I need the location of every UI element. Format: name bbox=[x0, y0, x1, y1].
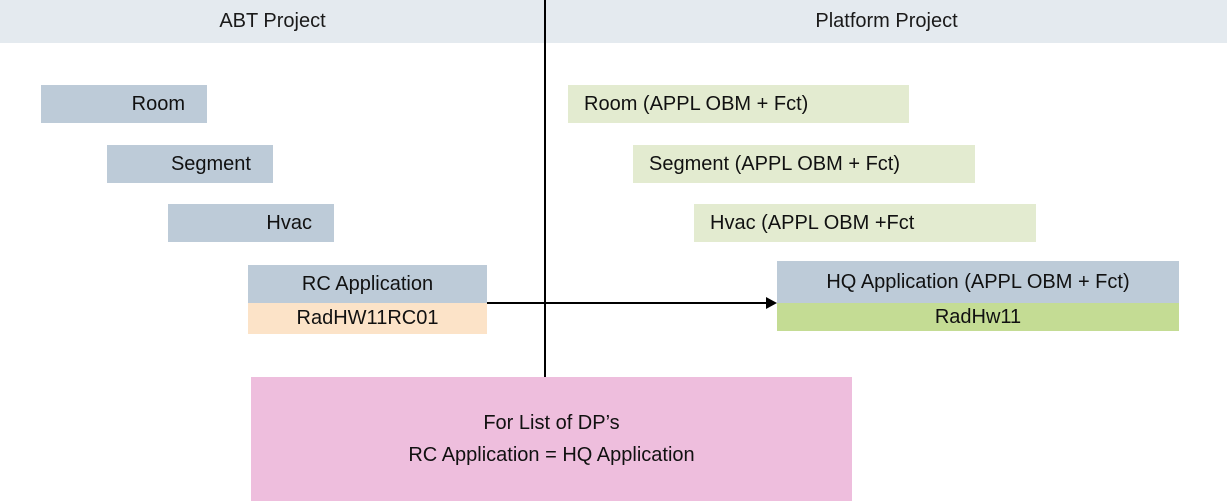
column-header-abt-project: ABT Project bbox=[219, 10, 326, 32]
node-platform-hq-application[interactable]: HQ Application (APPL OBM + Fct) bbox=[777, 261, 1179, 303]
column-divider-line bbox=[544, 0, 546, 377]
mapping-arrow-line bbox=[487, 302, 773, 304]
node-abt-room[interactable]: Room bbox=[41, 85, 207, 123]
node-abt-radhw11rc01[interactable]: RadHW11RC01 bbox=[248, 303, 487, 334]
mapping-arrow-head-icon bbox=[766, 297, 777, 309]
node-abt-hvac[interactable]: Hvac bbox=[168, 204, 334, 242]
column-header-platform-project: Platform Project bbox=[815, 10, 958, 32]
note-line-1: For List of DP’s bbox=[483, 412, 620, 434]
column-header-bar bbox=[0, 0, 1227, 43]
node-platform-segment[interactable]: Segment (APPL OBM + Fct) bbox=[633, 145, 975, 183]
note-line-2: RC Application = HQ Application bbox=[408, 444, 695, 466]
node-platform-room[interactable]: Room (APPL OBM + Fct) bbox=[568, 85, 909, 123]
node-platform-hvac[interactable]: Hvac (APPL OBM +Fct bbox=[694, 204, 1036, 242]
node-platform-radhw11[interactable]: RadHw11 bbox=[777, 303, 1179, 331]
node-abt-segment[interactable]: Segment bbox=[107, 145, 273, 183]
note-box-dp-mapping: For List of DP’s RC Application = HQ App… bbox=[251, 377, 852, 501]
node-abt-rc-application[interactable]: RC Application bbox=[248, 265, 487, 303]
